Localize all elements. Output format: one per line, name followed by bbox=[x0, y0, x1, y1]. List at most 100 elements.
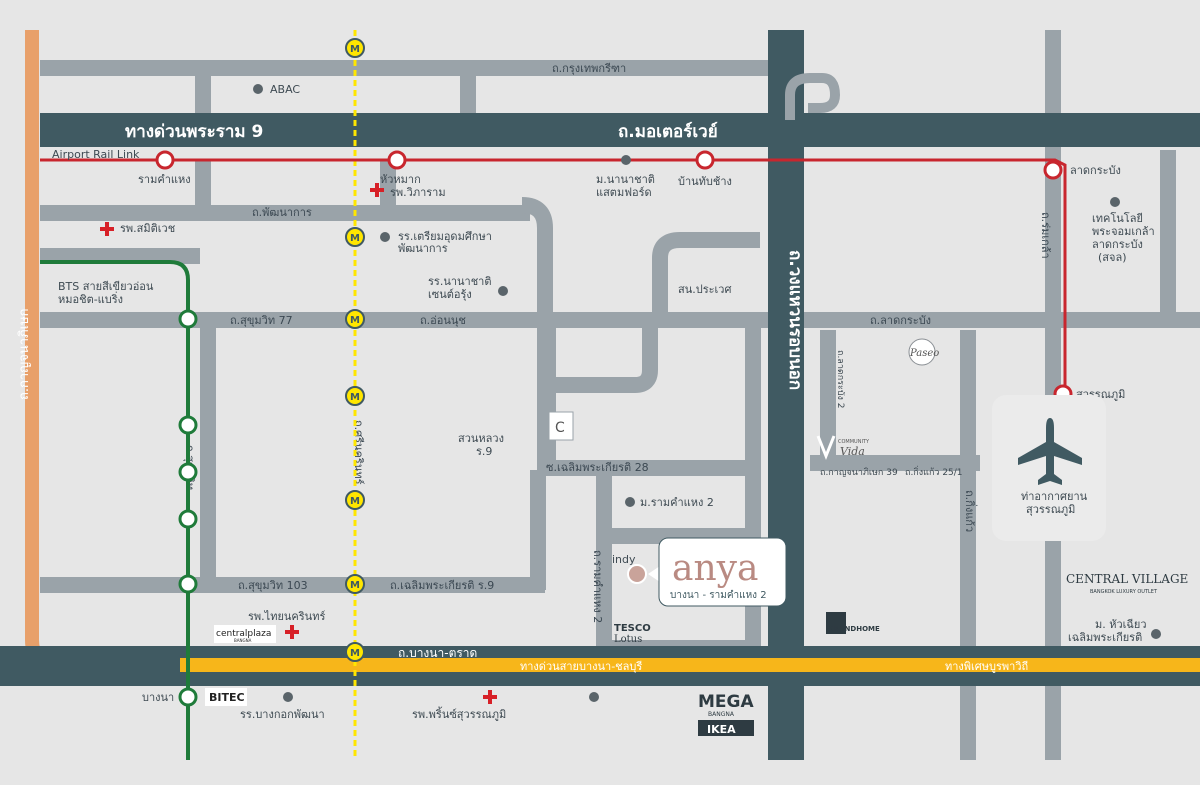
label-kmitl-3: ลาดกระบัง bbox=[1092, 238, 1143, 251]
red-cross-icon bbox=[285, 625, 299, 639]
svg-text:BANGKOK LUXURY OUTLET: BANGKOK LUXURY OUTLET bbox=[1090, 589, 1158, 595]
label-hua-chiew-1: ม. หัวเฉียว bbox=[1095, 618, 1147, 631]
label-st-andrews-2: เซนต์อรุ้ง bbox=[428, 288, 472, 301]
building-logo: C bbox=[548, 411, 574, 441]
dot-icon bbox=[625, 497, 635, 507]
label-airport-rail-link: Airport Rail Link bbox=[52, 148, 140, 161]
label-kmitl-1: เทคโนโลยี bbox=[1092, 211, 1143, 225]
svg-text:Vida: Vida bbox=[840, 445, 865, 458]
bts-light-green-line bbox=[40, 260, 190, 760]
expressway-rama9-motorway bbox=[40, 113, 1200, 147]
label-ramkhamhaeng-station: รามคำแหง bbox=[138, 173, 191, 186]
label-on-nut: ถ.อ่อนนุช bbox=[420, 314, 466, 327]
road-krungthep-kreetha bbox=[40, 60, 780, 76]
road-sukhumvit77-onnut bbox=[40, 312, 1200, 328]
label-st-andrews-1: รร.นานาชาติ bbox=[428, 275, 492, 288]
label-suan-luang-1: สวนหลวง bbox=[458, 432, 504, 445]
mrt-station-icon: M bbox=[345, 309, 365, 329]
svg-text:M: M bbox=[350, 315, 360, 326]
grand-home-logo: GRANDHOME bbox=[826, 612, 880, 634]
svg-text:Lotus: Lotus bbox=[614, 634, 642, 645]
bts-station-icon bbox=[178, 415, 198, 435]
label-chaloem-phrakiat-28: ซ.เฉลิมพระเกียรติ 28 bbox=[546, 461, 649, 474]
label-burapha-withi: ทางพิเศษบูรพาวิถี bbox=[945, 660, 1028, 673]
label-phatthanakan: ถ.พัฒนาการ bbox=[252, 206, 312, 219]
bts-stations bbox=[178, 309, 198, 707]
red-cross-icon bbox=[100, 222, 114, 236]
label-thai-nakarin: รพ.ไทยนครินทร์ bbox=[248, 610, 325, 623]
airport-rail-station-icon bbox=[387, 150, 407, 170]
svg-text:C: C bbox=[555, 420, 565, 436]
svg-text:BANGNA: BANGNA bbox=[234, 638, 252, 643]
svg-text:M: M bbox=[350, 44, 360, 55]
bts-station-icon bbox=[178, 687, 198, 707]
label-sukhumvit103: ถ.สุขุมวิท 103 bbox=[238, 579, 308, 592]
label-kanchanaphisek-39: ถ.กาญจนาภิเษก 39 bbox=[820, 467, 898, 478]
label-stamford-2: แสตมฟอร์ด bbox=[596, 186, 652, 199]
label-suan-luang-2: ร.9 bbox=[476, 445, 492, 458]
ikea-logo: IKEA bbox=[698, 720, 754, 736]
svg-text:M: M bbox=[350, 233, 360, 244]
label-srinagarindra: ถ.ศรีนครินทร์ bbox=[352, 420, 365, 485]
label-motorway: ถ.มอเตอร์เวย์ bbox=[618, 121, 718, 142]
hospital-markers bbox=[100, 183, 497, 704]
label-bangkok-patana: รร.บางกอกพัฒนา bbox=[240, 708, 325, 721]
road-vertical-2 bbox=[460, 60, 476, 120]
road-chaloem-phrakiat-28 bbox=[540, 460, 760, 476]
mrt-station-icon: M bbox=[345, 227, 365, 247]
airport-rail-link-line bbox=[40, 158, 1067, 395]
label-lat-krabang2: ถ.ลาดกระบัง 2 bbox=[835, 350, 845, 409]
label-vichaiyut: รพ.วิภาราม bbox=[390, 186, 446, 199]
red-cross-icon bbox=[483, 690, 497, 704]
road-vertical-1 bbox=[195, 60, 211, 120]
bts-station-icon bbox=[178, 309, 198, 329]
label-airport-2: สุวรรณภูมิ bbox=[1026, 503, 1075, 516]
svg-text:IKEA: IKEA bbox=[707, 723, 736, 736]
project-name: anya bbox=[672, 548, 758, 589]
svg-text:MEGA: MEGA bbox=[698, 692, 754, 712]
label-hua-chiew-2: เฉลิมพระเกียรติ bbox=[1068, 631, 1142, 644]
svg-text:centralplaza: centralplaza bbox=[216, 629, 271, 639]
label-triam-udom-1: รร.เตรียมอุดมศึกษา bbox=[398, 230, 492, 243]
dot-icon bbox=[380, 232, 390, 242]
label-bangna-station: บางนา bbox=[142, 691, 174, 704]
label-lat-krabang-station: ลาดกระบัง bbox=[1070, 164, 1121, 177]
project-callout bbox=[658, 537, 787, 607]
mrt-station-icon: M bbox=[345, 642, 365, 662]
bts-station-icon bbox=[178, 462, 198, 482]
label-samitivej: รพ.สมิติเวช bbox=[120, 222, 175, 235]
road-chaloem-phrakiat-r9 bbox=[200, 577, 545, 593]
vida-logo: COMMUNITY Vida bbox=[816, 435, 870, 461]
suvarnabhumi-airport: ท่าอากาศยาน สุวรรณภูมิ bbox=[992, 395, 1106, 541]
airplane-icon bbox=[1018, 418, 1082, 485]
label-king-kaeo-25-1: ถ.กิ่งแก้ว 25/1 bbox=[905, 465, 963, 478]
label-sukhumvit77: ถ.สุขุมวิท 77 bbox=[230, 314, 293, 327]
label-prince-suvarnabhumi: รพ.พริ้นซ์สุวรรณภูมิ bbox=[412, 706, 506, 721]
project-subtitle: บางนา - รามคำแหง 2 bbox=[670, 590, 767, 601]
mrt-station-icon: M bbox=[345, 386, 365, 406]
label-abac: ABAC bbox=[270, 83, 300, 96]
svg-text:BANGNA: BANGNA bbox=[708, 711, 735, 718]
svg-text:Paseo: Paseo bbox=[909, 348, 939, 359]
airport-rail-station-icon bbox=[155, 150, 175, 170]
expressway-bangna-chonburi bbox=[180, 658, 1200, 672]
label-chaloem-phrakiat-r9: ถ.เฉลิมพระเกียรติ ร.9 bbox=[390, 579, 494, 592]
paseo-logo: Paseo bbox=[908, 338, 939, 366]
road-ramkhamhaeng2 bbox=[596, 470, 612, 650]
label-indy: indy bbox=[612, 553, 636, 566]
airport-rail-station-icon bbox=[1043, 160, 1063, 180]
road-king-kaeo bbox=[960, 330, 976, 760]
label-airport-1: ท่าอากาศยาน bbox=[1021, 490, 1088, 503]
label-rom-klao: ถ.ร่มเกล้า bbox=[1039, 212, 1052, 259]
label-stamford-1: ม.นานาชาติ bbox=[596, 173, 655, 186]
svg-text:BITEC: BITEC bbox=[209, 691, 245, 704]
label-lat-krabang: ถ.ลาดกระบัง bbox=[870, 314, 931, 327]
dot-icon bbox=[589, 692, 599, 702]
svg-text:M: M bbox=[350, 496, 360, 507]
dot-icon bbox=[283, 692, 293, 702]
bitec-logo: BITEC bbox=[205, 688, 247, 706]
label-hua-mak: หัวหมาก bbox=[380, 173, 421, 186]
mega-bangna-logo: MEGA BANGNA bbox=[698, 692, 754, 718]
dot-icon bbox=[253, 84, 263, 94]
